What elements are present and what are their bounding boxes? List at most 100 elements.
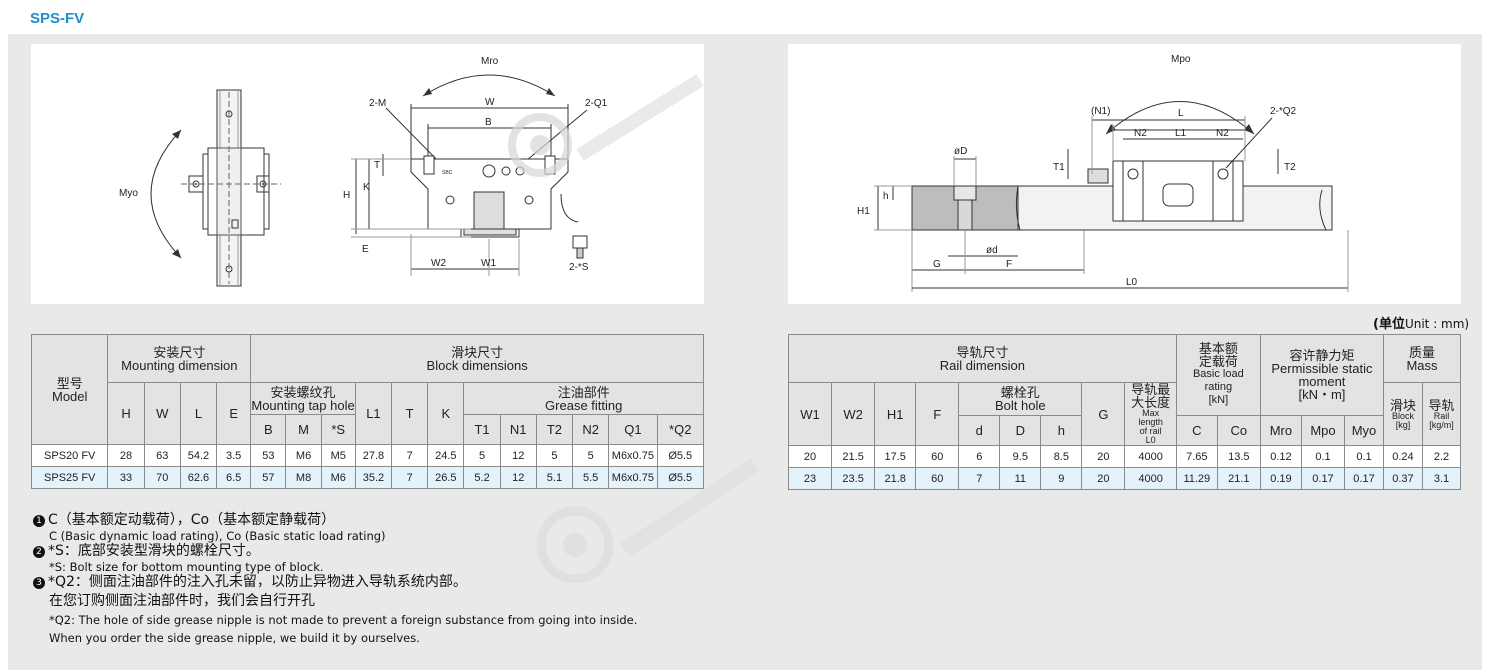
rail-cell: 21.1 <box>1216 467 1261 490</box>
mpo-label: Mpo <box>1171 54 1191 65</box>
header-t: T <box>391 382 429 445</box>
rail-cell: 9.5 <box>999 445 1042 468</box>
unit-note: (单位Unit : mm) <box>1373 313 1469 332</box>
header-l1: L1 <box>354 382 393 445</box>
block-cell: 12 <box>499 466 537 489</box>
block-cell: 5.1 <box>535 466 574 489</box>
b-label: B <box>485 117 492 128</box>
e-label: E <box>362 244 369 255</box>
block-cell: 7 <box>391 444 429 467</box>
rail-cell: 21.5 <box>831 445 876 468</box>
rail-cell: 2.2 <box>1421 445 1462 468</box>
mro-label: Mro <box>481 56 499 67</box>
n1-label: (N1) <box>1091 106 1110 117</box>
block-cell: M5 <box>320 444 356 467</box>
rail-cell: 0.19 <box>1259 467 1302 490</box>
t1-label: T1 <box>1053 162 1065 173</box>
od-label: øD <box>954 146 967 157</box>
k-label: K <box>363 182 370 193</box>
t-label: T <box>374 160 380 171</box>
two-q2-label: 2-*Q2 <box>1270 106 1297 117</box>
rail-cell: 11 <box>999 467 1042 490</box>
header-h1: H1 <box>874 382 917 446</box>
header-mro: Mro <box>1259 414 1302 447</box>
block-cell: 6.5 <box>216 466 252 489</box>
header-t2: T2 <box>535 414 574 445</box>
note-3-en: *Q2: The hole of side grease nipple is n… <box>49 613 638 627</box>
header-k: K <box>427 382 465 445</box>
block-cell: SPS25 FV <box>30 466 109 489</box>
note-2-en: *S: Bolt size for bottom mounting type o… <box>49 560 324 574</box>
header-e: E <box>216 382 252 445</box>
rail-drawing: Mpo (N1) L 2-*Q2 N2 L1 N2 T1 T2 øD h H1 … <box>788 44 1461 304</box>
header-c: C <box>1175 414 1218 447</box>
bullet-2: 2 <box>33 546 45 558</box>
block-cell: 63 <box>143 444 181 467</box>
rail-cell: 7 <box>958 467 1001 490</box>
note-3-cn2: 在您订购侧面注油部件时，我们会自行开孔 <box>49 593 315 609</box>
n2b-label: N2 <box>1216 128 1229 139</box>
block-cell: 3.5 <box>216 444 252 467</box>
header-w2: W2 <box>831 382 876 446</box>
block-cell: M6x0.75 <box>608 444 658 467</box>
block-cell: SPS20 FV <box>30 444 109 467</box>
f-label: F <box>1006 259 1012 270</box>
rail-cell: 0.37 <box>1382 467 1423 490</box>
block-cell: 5.5 <box>572 466 610 489</box>
block-cell: 33 <box>107 466 145 489</box>
note-1-en: C (Basic dynamic load rating), Co (Basic… <box>49 529 386 543</box>
block-cell: M6x0.75 <box>608 466 658 489</box>
block-cell: 5.2 <box>463 466 501 489</box>
h1-label: H1 <box>857 206 870 217</box>
rail-cell: 0.24 <box>1382 445 1423 468</box>
block-cell: 12 <box>499 444 537 467</box>
note-2-cn: 2*S：底部安装型滑块的螺栓尺寸。 <box>33 543 693 560</box>
block-cell: 26.5 <box>427 466 465 489</box>
rail-cell: 0.12 <box>1259 445 1302 468</box>
page-title: SPS-FV <box>30 10 85 27</box>
header-d: d <box>958 414 1001 447</box>
header-n1: N1 <box>499 414 537 445</box>
rail-cell: 0.17 <box>1344 467 1384 490</box>
header-h: H <box>107 382 145 445</box>
block-cell: 62.6 <box>179 466 218 489</box>
header-w: W <box>143 382 181 445</box>
g-label: G <box>933 259 941 270</box>
block-cell: 70 <box>143 466 181 489</box>
header-s: *S <box>320 414 356 445</box>
rail-cell: 11.29 <box>1175 467 1218 490</box>
rail-cell: 9 <box>1040 467 1083 490</box>
header-m: M <box>285 414 322 445</box>
rail-cell: 3.1 <box>1421 467 1462 490</box>
rail-cell: 60 <box>915 445 960 468</box>
header-n2: N2 <box>572 414 610 445</box>
block-cell: Ø5.5 <box>656 444 705 467</box>
block-drawing: Myo Mro W B 2-M 2-Q1 SBC H <box>31 44 704 304</box>
h-label: H <box>343 190 350 201</box>
rail-cell: 7.65 <box>1175 445 1218 468</box>
header-l: L <box>179 382 218 445</box>
h-small-label: h <box>883 191 889 202</box>
d-label: ød <box>986 245 998 256</box>
block-cell: 5 <box>572 444 610 467</box>
rail-cell: 20 <box>1081 467 1126 490</box>
rail-cell: 23.5 <box>831 467 876 490</box>
rail-cell: 20 <box>787 445 833 468</box>
rail-cell: 4000 <box>1124 467 1177 490</box>
rail-drawing-svg: Mpo (N1) L 2-*Q2 N2 L1 N2 T1 T2 øD h H1 … <box>857 54 1349 292</box>
